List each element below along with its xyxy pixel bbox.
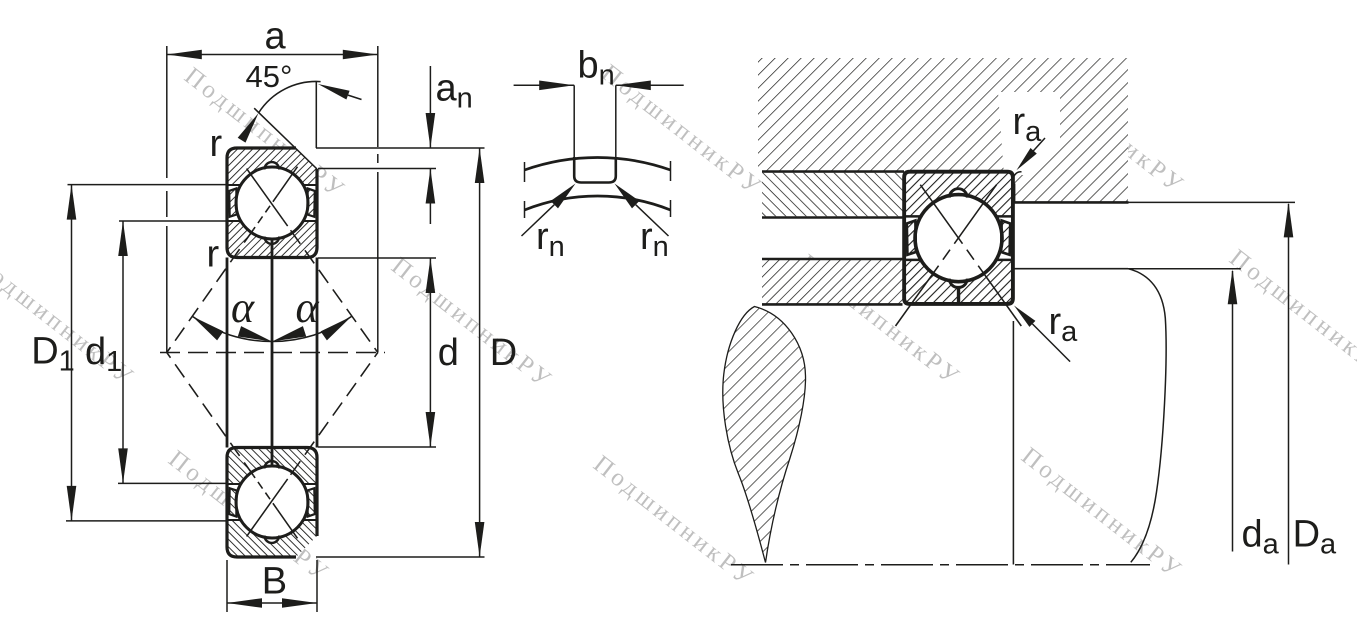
svg-text:r: r <box>207 234 220 276</box>
svg-text:α: α <box>296 283 320 332</box>
svg-text:d: d <box>438 332 459 374</box>
svg-text:B: B <box>262 560 287 602</box>
svg-text:α: α <box>231 283 255 332</box>
svg-text:45°: 45° <box>246 59 293 94</box>
svg-text:D: D <box>490 332 517 374</box>
svg-text:r: r <box>210 123 223 165</box>
svg-text:a: a <box>265 16 287 58</box>
